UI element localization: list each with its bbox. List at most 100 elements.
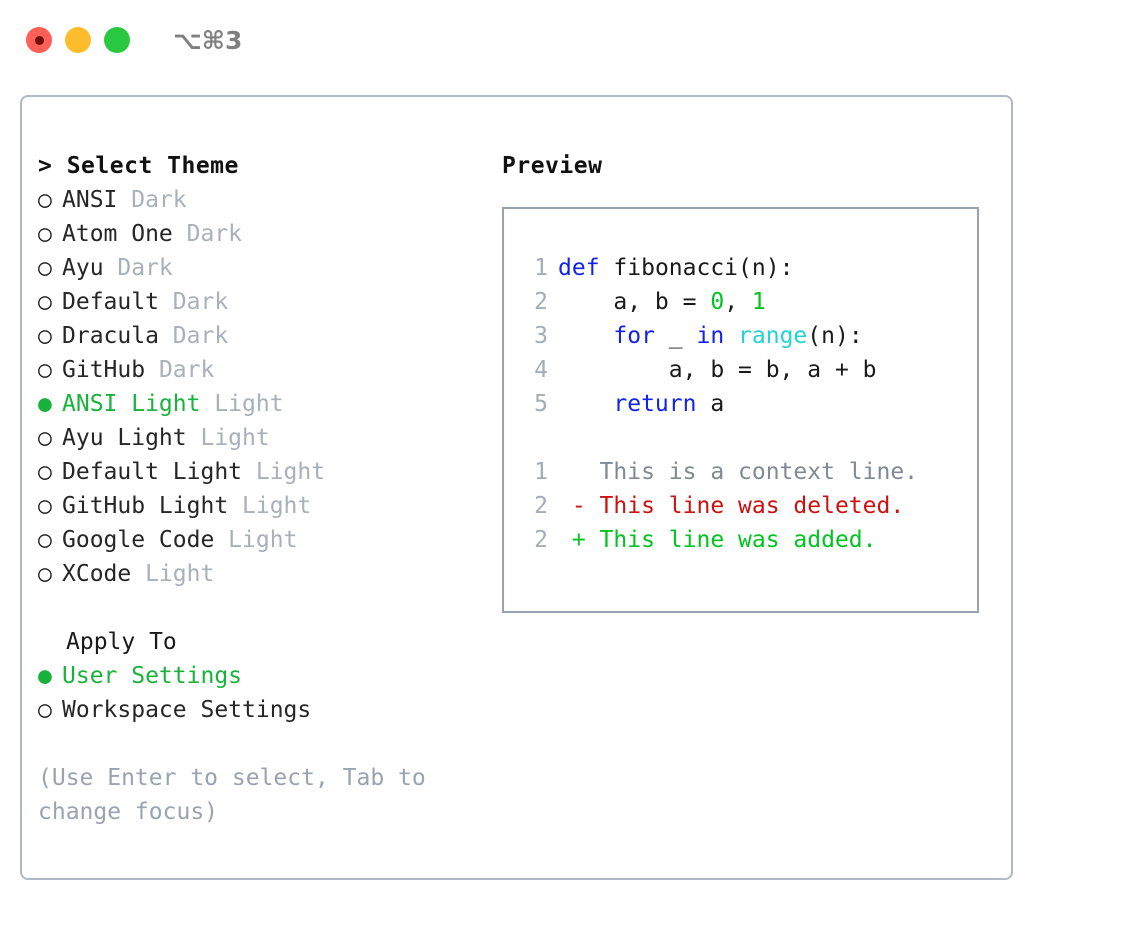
theme-list-item[interactable]: ○ GitHub Light Light bbox=[38, 489, 488, 523]
theme-name-label: Default bbox=[62, 289, 159, 315]
theme-list-item[interactable]: ○ XCode Light bbox=[38, 557, 488, 591]
theme-name-label: Dracula bbox=[62, 323, 159, 349]
theme-variant-label: Dark bbox=[145, 357, 215, 383]
theme-list-item[interactable]: ○ Default Dark bbox=[38, 285, 488, 319]
theme-variant-label: Dark bbox=[103, 255, 173, 281]
theme-variant-label: Dark bbox=[158, 323, 229, 349]
code-token bbox=[558, 323, 613, 349]
theme-list-column: > Select Theme ○ANSI Dark○Atom One Dark○… bbox=[38, 149, 488, 829]
theme-name-label: Ayu Light bbox=[62, 425, 187, 451]
theme-variant-label: Light bbox=[200, 391, 284, 417]
diff-sample: 1 This is a context line.2 - This line w… bbox=[522, 455, 977, 557]
theme-name-label: Default Light bbox=[62, 459, 243, 485]
theme-list-item[interactable]: ○ Dracula Dark bbox=[38, 319, 488, 353]
theme-variant-label: Light bbox=[186, 425, 270, 451]
minimize-window-icon[interactable] bbox=[65, 27, 91, 53]
radio-selected-icon[interactable]: ● bbox=[38, 663, 52, 689]
radio-unselected-icon[interactable]: ○ bbox=[38, 289, 52, 315]
code-token: (n): bbox=[807, 323, 863, 349]
theme-list-item[interactable]: ○ GitHub Dark bbox=[38, 353, 488, 387]
theme-variant-label: Light bbox=[228, 493, 312, 519]
code-diff-gap bbox=[522, 421, 977, 455]
apply-to-heading: Apply To bbox=[66, 629, 177, 655]
keyboard-hint-text: (Use Enter to select, Tab to change focu… bbox=[38, 765, 426, 825]
diff-text: This line was deleted. bbox=[599, 493, 905, 519]
theme-variant-label: Light bbox=[242, 459, 326, 485]
page-title: Select Theme bbox=[66, 153, 239, 179]
theme-variant-label: Light bbox=[214, 527, 298, 553]
apply-to-list: ● User Settings ○Workspace Settings bbox=[38, 659, 488, 727]
radio-unselected-icon[interactable]: ○ bbox=[38, 697, 52, 723]
code-line: 1 def fibonacci(n): bbox=[522, 251, 977, 285]
theme-name-label: ANSI bbox=[62, 187, 118, 213]
theme-variant-label: Light bbox=[131, 561, 215, 587]
code-token bbox=[558, 391, 613, 417]
heading-prompt-prefix: > bbox=[38, 153, 67, 179]
code-token: a, b = bbox=[558, 289, 711, 315]
line-number: 4 bbox=[534, 357, 548, 383]
code-token: , bbox=[724, 289, 752, 315]
apply-to-option[interactable]: ○Workspace Settings bbox=[38, 693, 488, 727]
line-number: 1 bbox=[534, 459, 548, 485]
code-token: _ bbox=[654, 323, 697, 349]
radio-unselected-icon[interactable]: ○ bbox=[38, 187, 52, 213]
title-bar: ⌥⌘3 bbox=[0, 0, 1140, 80]
select-theme-heading: > Select Theme bbox=[38, 149, 488, 183]
line-number: 1 bbox=[534, 255, 548, 281]
theme-list-item[interactable]: ○ ANSI Dark bbox=[38, 183, 488, 217]
radio-unselected-icon[interactable]: ○ bbox=[38, 323, 52, 349]
diff-line: 2 - This line was deleted. bbox=[522, 489, 977, 523]
theme-list-item[interactable]: ○ Ayu Light Light bbox=[38, 421, 488, 455]
theme-name-label: XCode bbox=[62, 561, 132, 587]
theme-name-label: Atom One bbox=[62, 221, 173, 247]
theme-list-item[interactable]: ● ANSI Light Light bbox=[38, 387, 488, 421]
diff-marker: + bbox=[558, 527, 600, 553]
close-window-icon[interactable] bbox=[26, 27, 52, 53]
radio-unselected-icon[interactable]: ○ bbox=[38, 255, 52, 281]
code-token bbox=[600, 255, 614, 281]
apply-to-label: User Settings bbox=[62, 663, 243, 689]
diff-text: This line was added. bbox=[599, 527, 877, 553]
code-line: 2 a, b = 0, 1 bbox=[522, 285, 977, 319]
theme-list-item[interactable]: ○ Ayu Dark bbox=[38, 251, 488, 285]
theme-variant-label: Dark bbox=[117, 187, 187, 213]
radio-unselected-icon[interactable]: ○ bbox=[38, 357, 52, 383]
preview-heading: Preview bbox=[502, 153, 603, 179]
list-spacer bbox=[38, 591, 488, 625]
theme-list: ○ ANSI Dark ○ Atom One Dark ○ Ayu Dark ○ Defaul… bbox=[38, 183, 488, 591]
code-line: 5 return a bbox=[522, 387, 977, 421]
radio-selected-icon[interactable]: ● bbox=[38, 391, 52, 417]
theme-name-label: GitHub Light bbox=[62, 493, 229, 519]
code-token: in bbox=[696, 323, 725, 349]
radio-unselected-icon[interactable]: ○ bbox=[38, 493, 52, 519]
radio-unselected-icon[interactable]: ○ bbox=[38, 459, 52, 485]
theme-name-label: GitHub bbox=[62, 357, 146, 383]
code-token: range bbox=[738, 323, 808, 349]
code-token: fibonacci bbox=[613, 255, 739, 281]
theme-variant-label: Dark bbox=[158, 289, 229, 315]
theme-list-item[interactable]: ○ Atom One Dark bbox=[38, 217, 488, 251]
apply-to-option[interactable]: ● User Settings bbox=[38, 659, 488, 693]
maximize-window-icon[interactable] bbox=[104, 27, 130, 53]
radio-unselected-icon[interactable]: ○ bbox=[38, 527, 52, 553]
code-token: def bbox=[558, 255, 600, 281]
theme-list-item[interactable]: ○ Default Light Light bbox=[38, 455, 488, 489]
keyboard-shortcut-label: ⌥⌘3 bbox=[173, 25, 243, 55]
radio-unselected-icon[interactable]: ○ bbox=[38, 221, 52, 247]
code-token: (n): bbox=[738, 255, 794, 281]
window-controls bbox=[26, 27, 130, 53]
code-line: 4 a, b = b, a + b bbox=[522, 353, 977, 387]
theme-list-item[interactable]: ○Google Code Light bbox=[38, 523, 488, 557]
line-number: 2 bbox=[534, 527, 548, 553]
code-token bbox=[724, 323, 738, 349]
theme-variant-label: Dark bbox=[172, 221, 243, 247]
theme-name-label: ANSI Light bbox=[62, 391, 201, 417]
theme-name-label: Ayu bbox=[62, 255, 104, 281]
radio-unselected-icon[interactable]: ○ bbox=[38, 561, 52, 587]
code-token: a, b = b, a + b bbox=[558, 357, 877, 383]
code-token: 0 bbox=[710, 289, 725, 315]
radio-unselected-icon[interactable]: ○ bbox=[38, 425, 52, 451]
